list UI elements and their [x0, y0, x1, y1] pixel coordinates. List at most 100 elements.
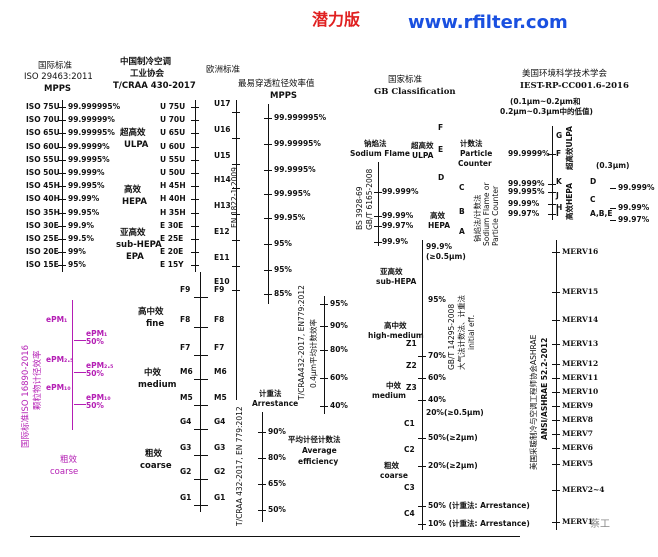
- iso16890-tick: [74, 372, 86, 373]
- iso16890-std-label: 国际标准ISO 16890-2016: [21, 344, 31, 448]
- gb-sodium-tick: [374, 242, 382, 243]
- iso29463-value: 99.999995%: [68, 102, 121, 111]
- en1822-mpps-tick: [264, 294, 272, 295]
- crma-fg-tick: [194, 479, 208, 480]
- crma-title-l1: 中国制冷空调: [120, 57, 172, 67]
- iso16890-std-label2: 颗粒物计径效率: [33, 350, 43, 410]
- iso29463-axis: [62, 100, 64, 272]
- crma-fg-tick: [194, 429, 208, 430]
- crma-right-class: M5: [214, 393, 227, 402]
- crma-right-class: G4: [214, 417, 226, 426]
- en779-arrest-tick: [258, 484, 266, 485]
- iest-letter: G: [556, 131, 563, 140]
- iso29463-class: ISO 30E: [26, 220, 59, 230]
- gb-z-value: 40%: [428, 395, 446, 404]
- iest-letter: H: [556, 203, 563, 212]
- iest-right-tick: [610, 208, 616, 209]
- iso29463-class: ISO 15E: [26, 260, 59, 270]
- gb-z3-value: 20%(≥0.5μm): [426, 408, 484, 417]
- crma-coarse-en: coarse: [140, 461, 172, 471]
- en779-avg-tick: [320, 350, 328, 351]
- crma-fg-tick: [194, 379, 208, 380]
- gb-hepa-letter: C: [459, 183, 465, 192]
- gb-c-tick: [418, 524, 426, 525]
- crma-uf-tick: [191, 212, 199, 214]
- crma-fg-tick: [194, 455, 208, 456]
- crma-left-class: G4: [180, 417, 192, 426]
- en1822-mpps-tick: [264, 144, 272, 145]
- merv-tick: [552, 378, 560, 379]
- gb-c-tick: [418, 506, 426, 507]
- gb-hepa-letter: B: [459, 207, 465, 216]
- en1822-axis: [236, 100, 238, 400]
- en779-avg-method: 0.4μm平均计数效率: [309, 318, 318, 388]
- gb-sodium-en: Sodium Flame: [350, 149, 410, 158]
- en779-arrest-std: T/CRAA 432-2017, EN 779:2012: [235, 406, 244, 526]
- merv-tick: [552, 490, 560, 491]
- iso29463-tick: [58, 186, 66, 188]
- iso29463-tick: [58, 225, 66, 227]
- gb-sodium-value: 99.99%: [382, 211, 414, 220]
- gb-z-value: 60%: [428, 373, 446, 382]
- en1822-class: U16: [214, 125, 231, 134]
- en1822-class: U17: [214, 99, 231, 108]
- gb-std-line3: initial eff.: [467, 314, 476, 350]
- crma-left-class: F8: [180, 315, 191, 324]
- merv-tick: [552, 252, 560, 253]
- gb-method-en1: Sodium Flame or: [482, 182, 491, 246]
- gb-c-class: C3: [404, 483, 415, 492]
- iso29463-value: 99.99%: [68, 194, 100, 204]
- iest-left-value: 99.999%: [508, 179, 545, 188]
- crma-uf-tick: [191, 173, 199, 174]
- crma-uf-class: E 25E: [160, 234, 184, 243]
- merv-tick: [552, 320, 560, 321]
- en779-arrest-axis: [262, 412, 264, 522]
- iso29463-tick: [58, 146, 66, 148]
- crma-fg-tick: [194, 355, 208, 356]
- crma-fg-axis: [200, 272, 202, 512]
- merv-tick: [552, 406, 560, 407]
- gb-c-class: C2: [404, 445, 415, 454]
- merv-tick: [552, 392, 560, 393]
- crma-uf-tick: [191, 186, 199, 188]
- gb-ulpa-letter: E: [438, 145, 444, 154]
- gb-coarse-en: coarse: [380, 471, 408, 480]
- merv-class: MERV7: [562, 429, 594, 438]
- iso29463-value: 99.99999%: [68, 115, 115, 125]
- merv-class: MERV8: [562, 415, 594, 424]
- iest-left-value: 99.9999%: [508, 149, 550, 158]
- gb-c-tick: [418, 466, 426, 467]
- merv-tick: [552, 344, 560, 345]
- gb-z-value: 70%: [428, 351, 446, 360]
- en1822-tick: [232, 290, 240, 291]
- crma-left-class: G2: [180, 467, 192, 476]
- merv-class: MERV5: [562, 459, 594, 468]
- iest-subtitle1: (0.1μm~0.2μm和: [510, 97, 581, 106]
- gb-subhepa-cn: 亚高效: [380, 267, 403, 276]
- iso16890-coarse-en: coarse: [50, 467, 79, 477]
- en1822-tick: [232, 214, 240, 215]
- crma-uf-axis: [195, 100, 197, 272]
- gb-std-line2: 大气法计数法、计重法: [457, 295, 466, 370]
- iest-left-value: 99.97%: [508, 209, 540, 218]
- iest-subtitle2: 0.2μm~0.3μm中的低值): [500, 107, 593, 116]
- iso16890-axis: [72, 300, 74, 430]
- en779-avg-value: 95%: [330, 299, 348, 308]
- gb-std-line1: GB/T 14295-2008: [447, 303, 456, 370]
- iso29463-class: ISO 35H: [26, 207, 60, 217]
- iso29463-class: ISO 40H: [26, 194, 60, 204]
- en1822-mpps-value: 99.9995%: [274, 165, 316, 174]
- crma-fine-cn: 高中效: [138, 307, 164, 317]
- gb-ulpa-en: ULPA: [412, 151, 434, 160]
- crma-uf-class: H 35H: [160, 207, 186, 217]
- website-link[interactable]: www.rfilter.com: [408, 12, 568, 33]
- iso29463-tick: [58, 212, 66, 214]
- crma-fg-tick: [194, 505, 208, 506]
- merv-class: MERV6: [562, 443, 594, 452]
- en1822-class: U15: [214, 151, 231, 160]
- en1822-mpps-value: 95%: [274, 265, 292, 274]
- iest-ulpa-rot: 超高效ULPA: [565, 126, 574, 170]
- iso16890-epm-left: ePM₁₀: [46, 383, 71, 392]
- gb-method-cn: 钠焰法/计数法: [473, 194, 482, 242]
- merv-tick: [552, 292, 560, 293]
